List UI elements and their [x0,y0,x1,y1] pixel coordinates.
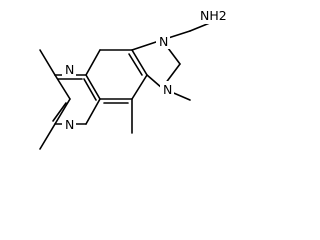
bond-ring-a-2 [54,98,71,125]
atom-label-n-imidazole-top: N [159,34,168,49]
bond-ring-a-2-double [52,102,67,122]
bond-ring-a-4 [85,98,101,125]
atom-label-n-imidazole-methyl: N [163,82,172,97]
bond-ring-c-4 [146,74,163,89]
atom-label-amine: NH2 [200,8,227,23]
atom-label-n-bottom-left: N [65,117,74,132]
bonds [39,17,223,150]
atom-labels: N N N N NH2 [62,6,231,132]
bond-ring-a-5 [85,74,101,100]
bond-ring-a-5-double [83,78,97,101]
atom-n-bottom-left: N [62,116,76,132]
bond-ring-b-3 [131,49,148,76]
atom-amine: NH2 [197,6,231,24]
bond-ring-b-3-double [128,53,143,76]
bond-methyl-top-left [39,49,56,76]
chemical-structure: N N N N NH2 [39,6,231,150]
atom-n-imidazole-top: N [156,33,170,49]
bond-ring-b-5 [85,49,101,76]
atom-label-n-top-left: N [65,62,74,77]
bond-ring-b-2 [131,74,148,100]
atom-n-imidazole-methyl: N [160,81,174,97]
atom-n-top-left: N [62,61,76,77]
bond-methyl-bottom-left [39,123,56,150]
